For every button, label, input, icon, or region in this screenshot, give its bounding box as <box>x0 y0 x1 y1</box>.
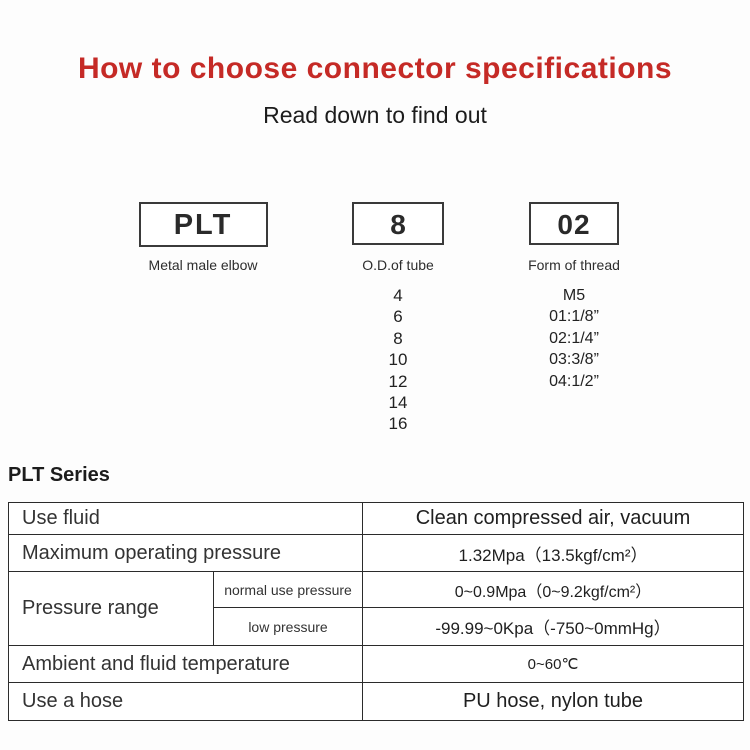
series-title: PLT Series <box>8 464 110 486</box>
tube-od-option-list: 4 6 8 10 12 14 16 <box>320 285 476 435</box>
thread-code-box: 02 <box>529 202 619 245</box>
thread-option-list: M5 01:1/8” 02:1/4” 03:3/8” 04:1/2” <box>496 285 652 392</box>
tube-od-option: 8 <box>393 328 403 348</box>
spec-label-max-pressure: Maximum operating pressure <box>8 534 363 572</box>
tube-od-option: 16 <box>388 414 408 434</box>
spec-label-hose: Use a hose <box>8 682 363 721</box>
tube-od-option: 4 <box>393 286 403 305</box>
thread-option: M5 <box>562 287 586 304</box>
spec-value-low-pressure: -99.99~0Kpa（-750~0mmHg） <box>362 607 744 646</box>
spec-sublabel-low-pressure: low pressure <box>213 607 363 646</box>
selector-column-thread: 02 Form of thread M5 01:1/8” 02:1/4” 03:… <box>496 202 652 392</box>
page-subtitle: Read down to find out <box>263 102 487 128</box>
spec-value-max-pressure: 1.32Mpa（13.5kgf/cm²） <box>362 534 744 572</box>
spec-table: Use fluid Clean compressed air, vacuum M… <box>8 502 744 721</box>
spec-sublabel-normal-pressure: normal use pressure <box>213 571 363 608</box>
selector-column-tube-od: 8 O.D.of tube 4 6 8 10 12 14 16 <box>320 202 476 435</box>
thread-option: 02:1/4” <box>549 329 599 347</box>
tube-od-option: 6 <box>393 307 403 327</box>
table-row: Use a hose PU hose, nylon tube <box>8 682 744 721</box>
spec-value-hose: PU hose, nylon tube <box>362 682 744 721</box>
thread-option: 01:1/8” <box>549 308 599 326</box>
tube-od-option: 14 <box>388 393 408 413</box>
model-code-label: Metal male elbow <box>148 257 258 273</box>
tube-od-option: 12 <box>388 371 408 391</box>
table-row: Ambient and fluid temperature 0~60℃ <box>8 645 744 683</box>
thread-option: 03:3/8” <box>549 351 599 369</box>
spec-value-temperature: 0~60℃ <box>362 645 744 683</box>
spec-label-use-fluid: Use fluid <box>8 502 363 535</box>
tube-od-code-label: O.D.of tube <box>362 257 434 273</box>
thread-code-label: Form of thread <box>528 257 620 273</box>
thread-option: 04:1/2” <box>549 372 599 390</box>
selector-column-model: PLT Metal male elbow <box>118 202 288 273</box>
spec-label-pressure-range: Pressure range <box>8 571 214 646</box>
table-row: Maximum operating pressure 1.32Mpa（13.5k… <box>8 534 744 572</box>
spec-label-temperature: Ambient and fluid temperature <box>8 645 363 683</box>
table-row: low pressure -99.99~0Kpa（-750~0mmHg） <box>9 607 744 646</box>
tube-od-code-box: 8 <box>352 202 444 245</box>
table-row: Pressure range normal use pressure 0~0.9… <box>8 571 744 646</box>
page-title: How to choose connector specifications <box>77 52 673 85</box>
model-code-box: PLT <box>138 202 268 247</box>
spec-value-normal-pressure: 0~0.9Mpa（0~9.2kgf/cm²） <box>362 571 744 608</box>
table-row: Use fluid Clean compressed air, vacuum <box>8 502 744 535</box>
tube-od-option: 10 <box>388 350 408 370</box>
spec-value-use-fluid: Clean compressed air, vacuum <box>362 502 744 535</box>
